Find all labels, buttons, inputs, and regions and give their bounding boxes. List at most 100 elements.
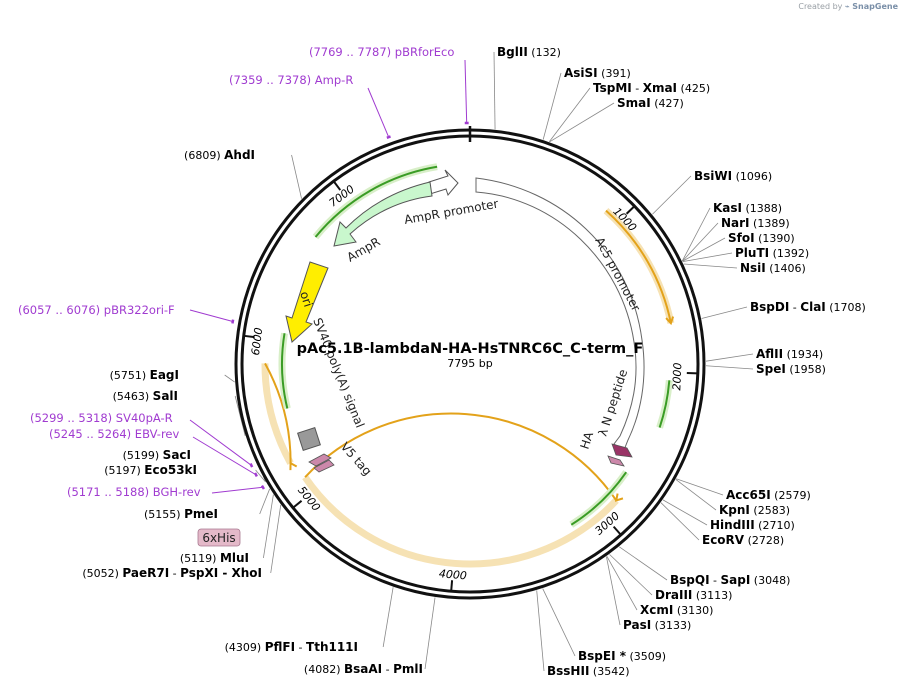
site-label[interactable]: NsiI (1406) bbox=[740, 261, 806, 275]
primer-label[interactable]: (7359 .. 7378) Amp-R bbox=[229, 73, 353, 87]
svg-text:PluTI (1392)[interactable]: PluTI (1392) bbox=[735, 246, 809, 260]
svg-text:(5119) MluI[interactable]: (5119) MluI bbox=[180, 551, 249, 565]
svg-text:TspMI - XmaI (425)[interactable]: TspMI - XmaI (425) bbox=[593, 81, 710, 95]
svg-text:(4082) BsaAI - PmlI[interactable]: (4082) BsaAI - PmlI bbox=[304, 662, 423, 676]
site-label[interactable]: SpeI (1958) bbox=[756, 362, 826, 376]
site-label[interactable]: BsiWI (1096) bbox=[694, 169, 772, 183]
primer-leader-line bbox=[190, 310, 233, 322]
svg-text:BspDI - ClaI (1708)[interactable]: BspDI - ClaI (1708) bbox=[750, 300, 866, 314]
svg-text:PasI (3133)[interactable]: PasI (3133) bbox=[623, 618, 691, 632]
sv40-polya-box bbox=[298, 428, 321, 451]
primer-label[interactable]: (6057 .. 6076) pBR322ori-F bbox=[18, 303, 175, 317]
svg-text:(6057 .. 6076) pBR322ori-F[interactable]: (6057 .. 6076) pBR322ori-F bbox=[18, 303, 175, 317]
svg-text:(5171 .. 5188) BGH-rev[interactable]: (5171 .. 5188) BGH-rev bbox=[67, 485, 201, 499]
snapgene-credit: Created by ⌁ SnapGene bbox=[798, 2, 898, 11]
svg-text:HindIII (2710)[interactable]: HindIII (2710) bbox=[710, 518, 795, 532]
site-label[interactable]: SfoI (1390) bbox=[728, 231, 795, 245]
svg-text:KasI (1388)[interactable]: KasI (1388) bbox=[713, 201, 782, 215]
site-position: (1096) bbox=[732, 170, 772, 183]
svg-text:SpeI (1958)[interactable]: SpeI (1958) bbox=[756, 362, 826, 376]
svg-text:DraIII (3113)[interactable]: DraIII (3113) bbox=[655, 588, 732, 602]
site-label[interactable]: Acc65I (2579) bbox=[726, 488, 811, 502]
plasmid-name: pAc5.1B-lambdaN-HA-HsTNRC6C_C-term_F bbox=[297, 341, 644, 357]
site-label[interactable]: (5155) PmeI bbox=[144, 507, 218, 521]
svg-text:EcoRV (2728)[interactable]: EcoRV (2728) bbox=[702, 533, 784, 547]
site-label[interactable]: KpnI (2583) bbox=[719, 503, 790, 517]
svg-text:(5155) PmeI[interactable]: (5155) PmeI bbox=[144, 507, 218, 521]
site-label[interactable]: (4082) BsaAI - PmlI bbox=[304, 662, 423, 676]
site-label[interactable]: AflII (1934) bbox=[756, 347, 823, 361]
site-name: SpeI bbox=[756, 362, 786, 376]
svg-text:(7359 .. 7378) Amp-R[interactable]: (7359 .. 7378) Amp-R bbox=[229, 73, 353, 87]
site-leader-line bbox=[702, 307, 747, 318]
primer-label[interactable]: (5245 .. 5264) EBV-rev bbox=[49, 427, 179, 441]
svg-text:(6809) AhdI[interactable]: (6809) AhdI bbox=[184, 148, 255, 162]
site-label[interactable]: AsiSI (391) bbox=[564, 66, 631, 80]
svg-text:SfoI (1390)[interactable]: SfoI (1390) bbox=[728, 231, 795, 245]
primer-label[interactable]: (7769 .. 7787) pBRforEco bbox=[309, 45, 454, 59]
svg-text:(5751) EagI[interactable]: (5751) EagI bbox=[110, 368, 179, 382]
site-label[interactable]: (5751) EagI bbox=[110, 368, 179, 382]
site-sep: - bbox=[710, 574, 721, 587]
svg-text:KpnI (2583)[interactable]: KpnI (2583) bbox=[719, 503, 790, 517]
site-label[interactable]: NarI (1389) bbox=[721, 216, 790, 230]
site-label[interactable]: (5197) Eco53kI bbox=[104, 463, 197, 477]
svg-text:(5199) SacI[interactable]: (5199) SacI bbox=[123, 448, 191, 462]
site-label[interactable]: BspEI * (3509) bbox=[578, 649, 666, 663]
svg-text:(5299 .. 5318) SV40pA-R[interactable]: (5299 .. 5318) SV40pA-R bbox=[30, 411, 173, 425]
primer-leader-line bbox=[368, 88, 389, 137]
site-label[interactable]: BspQI - SapI (3048) bbox=[670, 573, 790, 587]
site-label[interactable]: SmaI (427) bbox=[617, 96, 684, 110]
site-label[interactable]: DraIII (3113) bbox=[655, 588, 732, 602]
site-label[interactable]: (4309) PflFI - Tth111I bbox=[225, 640, 358, 654]
svg-text:AsiSI (391)[interactable]: AsiSI (391) bbox=[564, 66, 631, 80]
credit-brand: SnapGene bbox=[852, 2, 898, 11]
site-position: (4309) bbox=[225, 641, 265, 654]
site-label[interactable]: BssHII (3542) bbox=[547, 664, 629, 678]
site-label[interactable]: XcmI (3130) bbox=[640, 603, 713, 617]
site-label[interactable]: BspDI - ClaI (1708) bbox=[750, 300, 866, 314]
svg-text:BglII (132)[interactable]: BglII (132) bbox=[497, 45, 561, 59]
svg-text:(7769 .. 7787) pBRforEco[interactable]: (7769 .. 7787) pBRforEco bbox=[309, 45, 454, 59]
site-label[interactable]: (5119) MluI bbox=[180, 551, 249, 565]
site-name: BsiWI bbox=[694, 169, 732, 183]
site-position: (5199) bbox=[123, 449, 163, 462]
ampr-promoter-arrow bbox=[429, 170, 458, 195]
site-label[interactable]: EcoRV (2728) bbox=[702, 533, 784, 547]
site-position: (5155) bbox=[144, 508, 184, 521]
site-label[interactable]: TspMI - XmaI (425) bbox=[593, 81, 710, 95]
svg-text:(5197) Eco53kI[interactable]: (5197) Eco53kI bbox=[104, 463, 197, 477]
svg-text:BspEI * (3509)[interactable]: BspEI * (3509) bbox=[578, 649, 666, 663]
site-name: EcoRV bbox=[702, 533, 745, 547]
svg-text:BsiWI (1096)[interactable]: BsiWI (1096) bbox=[694, 169, 772, 183]
site-label[interactable]: (5199) SacI bbox=[123, 448, 191, 462]
site-name: PmeI bbox=[184, 507, 218, 521]
svg-text:BssHII (3542)[interactable]: BssHII (3542) bbox=[547, 664, 629, 678]
svg-text:NarI (1389)[interactable]: NarI (1389) bbox=[721, 216, 790, 230]
svg-text:XcmI (3130)[interactable]: XcmI (3130) bbox=[640, 603, 713, 617]
snapgene-logo-icon: ⌁ bbox=[845, 2, 850, 11]
svg-text:SmaI (427)[interactable]: SmaI (427) bbox=[617, 96, 684, 110]
site-name-2: PspXI - XhoI bbox=[180, 566, 262, 580]
site-label[interactable]: HindIII (2710) bbox=[710, 518, 795, 532]
primer-label[interactable]: (5299 .. 5318) SV40pA-R bbox=[30, 411, 173, 425]
svg-text:(4309) PflFI - Tth111I[interactable]: (4309) PflFI - Tth111I bbox=[225, 640, 358, 654]
site-label[interactable]: (6809) AhdI bbox=[184, 148, 255, 162]
svg-text:(5245 .. 5264) EBV-rev[interactable]: (5245 .. 5264) EBV-rev bbox=[49, 427, 179, 441]
svg-text:NsiI (1406)[interactable]: NsiI (1406) bbox=[740, 261, 806, 275]
svg-text:(5052) PaeR7I - PspXI - XhoI[interactable]: (5052) PaeR7I - PspXI - XhoI bbox=[82, 566, 262, 580]
site-label[interactable]: KasI (1388) bbox=[713, 201, 782, 215]
site-name: AhdI bbox=[224, 148, 255, 162]
site-label[interactable]: BglII (132) bbox=[497, 45, 561, 59]
svg-text:(5463) SalI[interactable]: (5463) SalI bbox=[113, 389, 178, 403]
site-label[interactable]: PasI (3133) bbox=[623, 618, 691, 632]
svg-text:BspQI - SapI (3048)[interactable]: BspQI - SapI (3048) bbox=[670, 573, 790, 587]
primer-label[interactable]: (5171 .. 5188) BGH-rev bbox=[67, 485, 201, 499]
site-label[interactable]: PluTI (1392) bbox=[735, 246, 809, 260]
site-name: HindIII bbox=[710, 518, 755, 532]
site-label[interactable]: (5052) PaeR7I - PspXI - XhoI bbox=[82, 566, 262, 580]
site-label[interactable]: (5463) SalI bbox=[113, 389, 178, 403]
svg-text:AflII (1934)[interactable]: AflII (1934) bbox=[756, 347, 823, 361]
credit-prefix: Created by bbox=[798, 2, 842, 11]
svg-text:Acc65I (2579)[interactable]: Acc65I (2579) bbox=[726, 488, 811, 502]
